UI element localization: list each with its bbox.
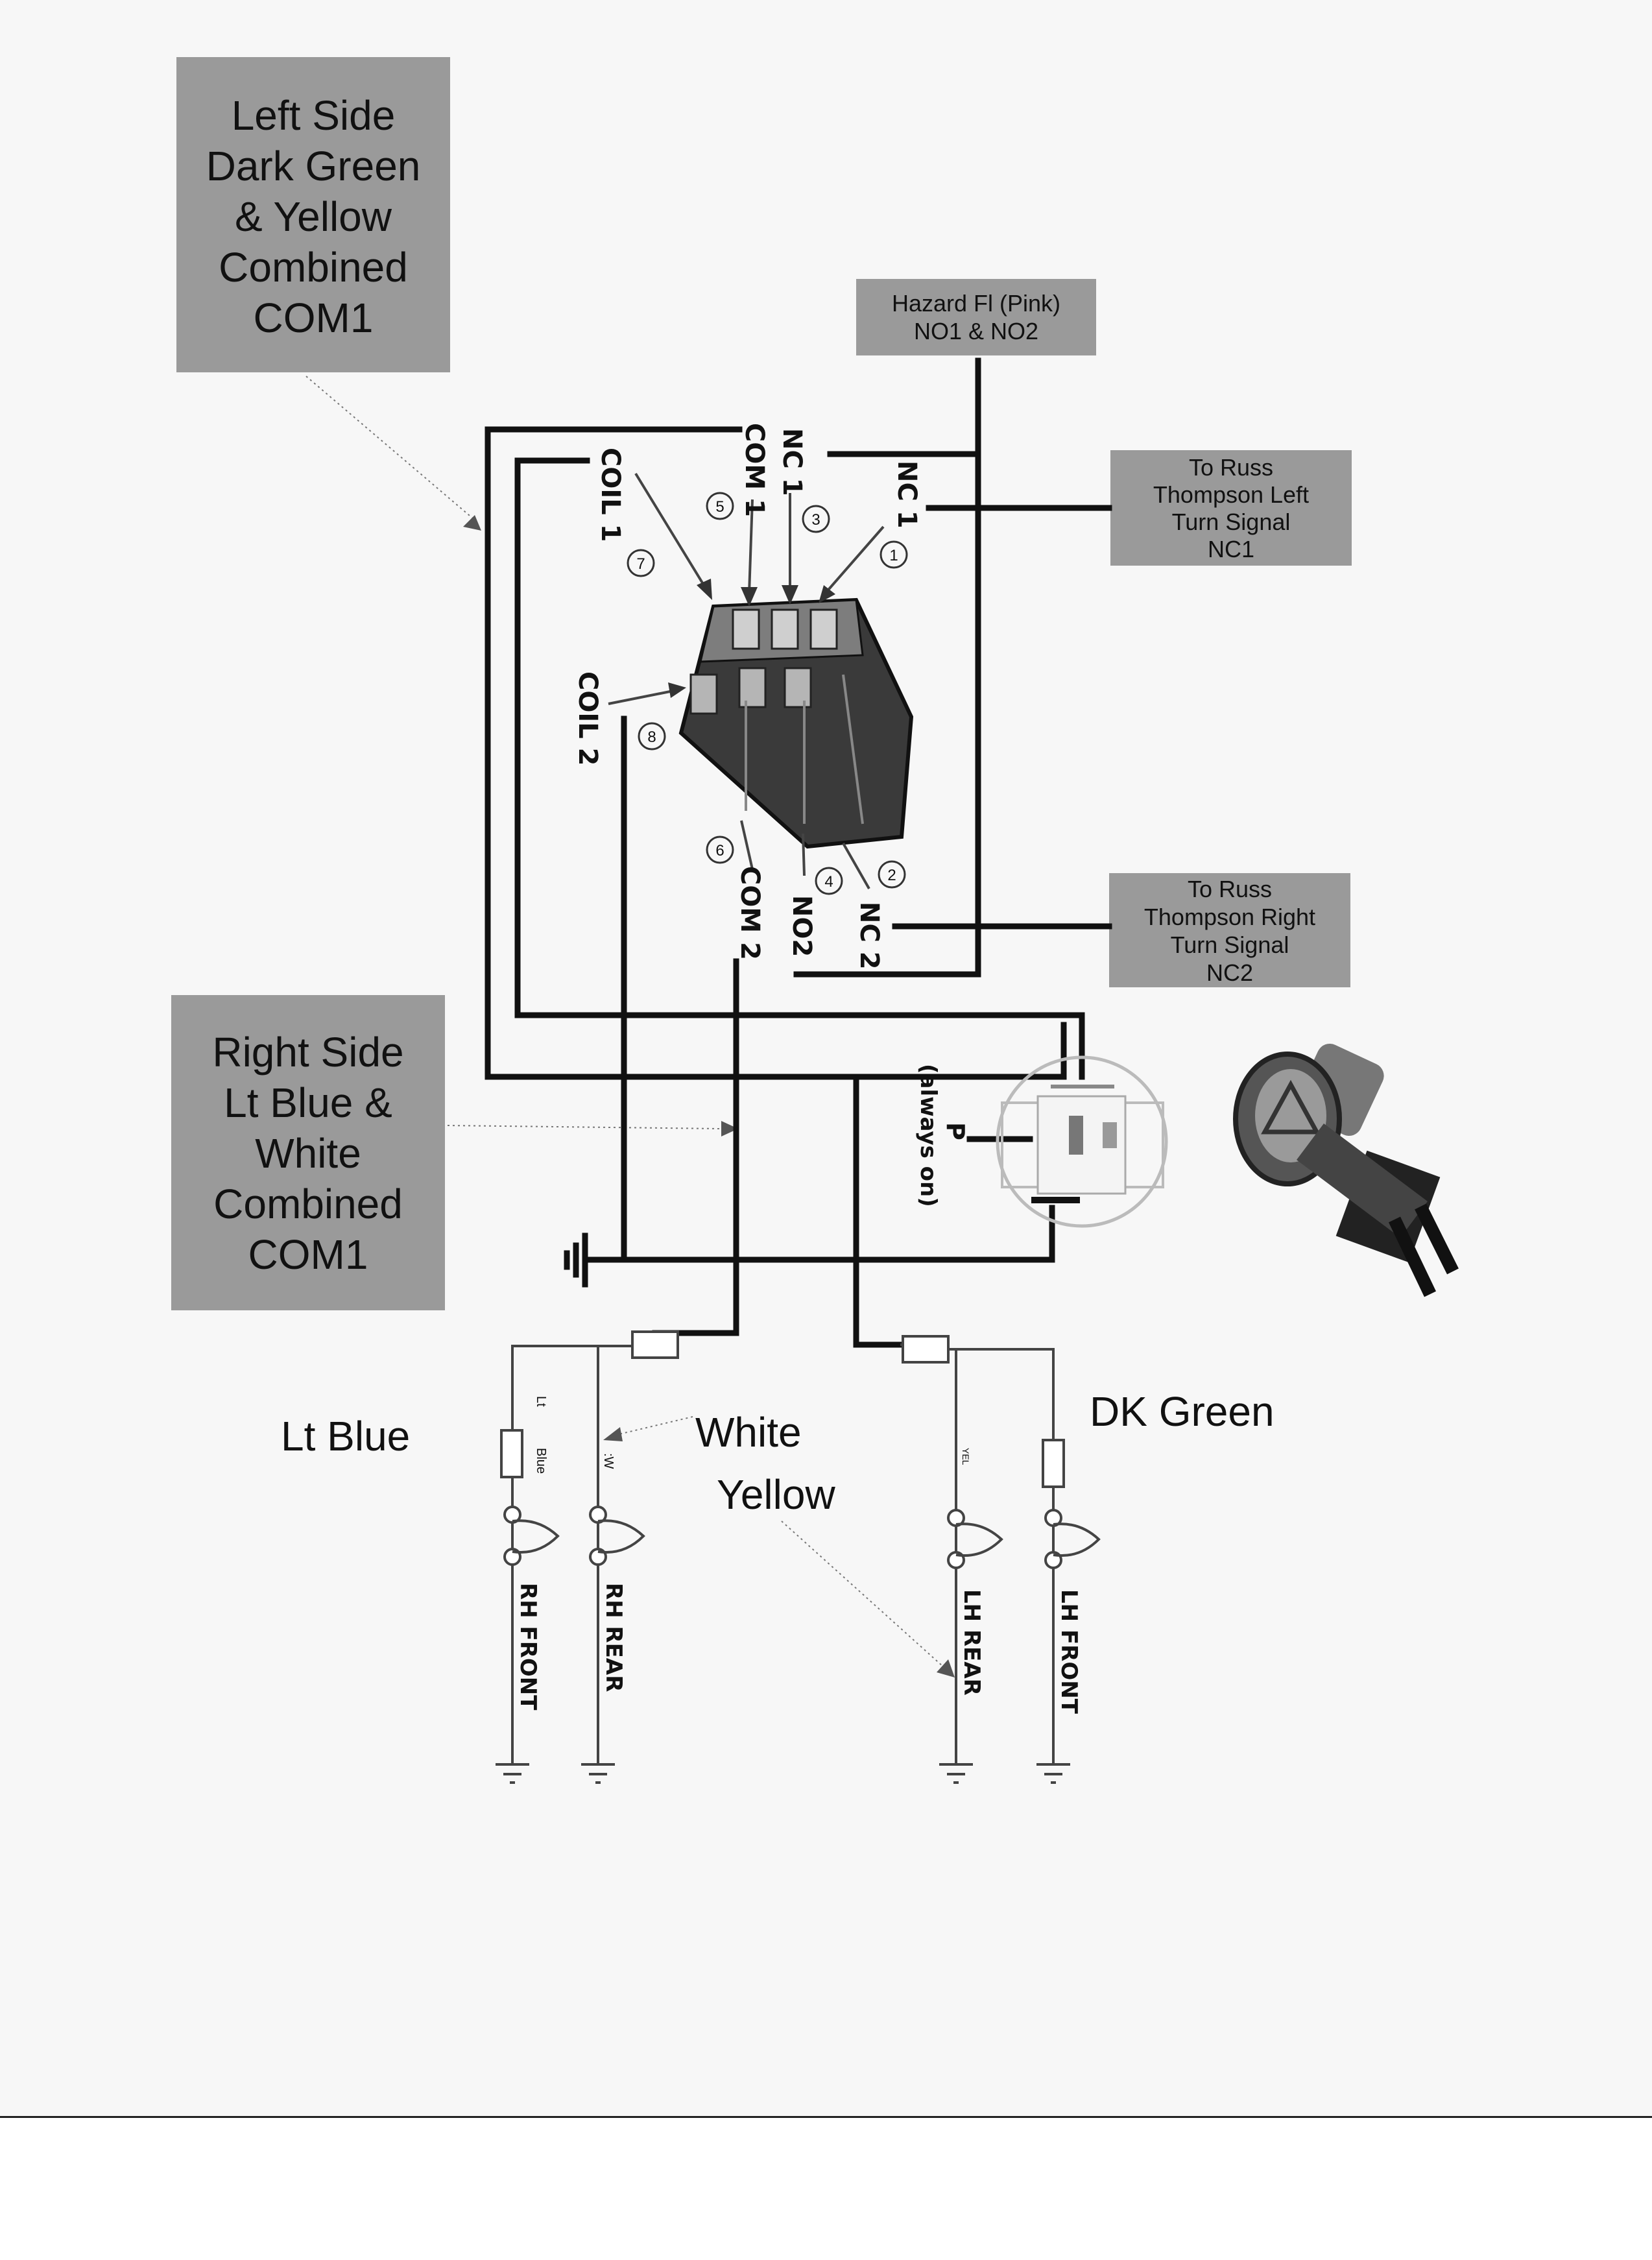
rh-rear-label: RH REAR — [601, 1583, 627, 1692]
relay-labels: COIL 1 COM 1 NC 1 NC 1 COIL 2 COM 2 NO2 … — [573, 423, 922, 970]
lh-front-label: LH FRONT — [1056, 1589, 1082, 1714]
lh-front-ground-icon — [1036, 1763, 1070, 1784]
lh-front-bulb-icon — [1044, 1509, 1101, 1569]
dk-green-label: DK Green — [1090, 1388, 1275, 1435]
pin-5-badge: 5 — [706, 492, 734, 520]
pin-4-badge: 4 — [815, 867, 843, 895]
nc1-top-label: NC 1 — [777, 428, 807, 496]
small-wire-labels: Lt Blue :W YEL — [534, 1396, 971, 1474]
svg-text:5: 5 — [715, 498, 724, 516]
rh-rear-bulb-icon — [589, 1506, 645, 1566]
right-side-line-4: Combined — [213, 1181, 403, 1227]
wire-color-labels: Lt Blue White Yellow DK Green — [281, 1388, 1275, 1518]
right-side-line-1: Right Side — [212, 1029, 403, 1076]
small-blue-label: Blue — [534, 1448, 548, 1474]
lh-resistor — [902, 1335, 950, 1364]
switch-p-label: P — [941, 1122, 970, 1140]
svg-text:6: 6 — [715, 842, 724, 860]
to-left-line-3: Turn Signal — [1172, 509, 1291, 535]
right-side-line-5: COM1 — [248, 1231, 368, 1278]
svg-text:2: 2 — [887, 867, 896, 884]
lh-rear-bulb-icon — [947, 1509, 1003, 1569]
hazard-switch-photo — [1233, 1043, 1459, 1297]
left-side-line-4: Combined — [219, 244, 408, 291]
left-side-line-3: & Yellow — [235, 193, 392, 240]
lamp-wiring — [500, 1330, 1065, 1764]
to-left-line-4: NC1 — [1208, 536, 1254, 562]
wiring — [485, 357, 1112, 1348]
left-side-box: Left Side Dark Green & Yellow Combined C… — [176, 57, 450, 372]
lamp-labels: RH FRONT RH REAR LH REAR LH FRONT — [515, 1583, 1082, 1714]
rh-front-ground-icon — [496, 1763, 529, 1784]
white-arrow-icon — [603, 1427, 623, 1441]
small-yel-label: YEL — [961, 1448, 971, 1465]
scanner-margin — [0, 2116, 1652, 2260]
pin-1-badge: 1 — [880, 540, 908, 569]
relay-pointer-arrows — [608, 472, 885, 889]
pin-2-badge: 2 — [878, 860, 906, 889]
svg-text:7: 7 — [636, 555, 645, 573]
svg-text:1: 1 — [889, 547, 898, 564]
pin-8-badge: 8 — [638, 722, 666, 751]
com2-label: COM 2 — [735, 866, 765, 960]
rh-front-resistor — [500, 1429, 523, 1478]
to-left-line-1: To Russ — [1189, 454, 1273, 481]
rh-front-label: RH FRONT — [515, 1583, 541, 1711]
to-right-line-4: NC2 — [1206, 959, 1253, 986]
hazard-line-2: NO1 & NO2 — [914, 318, 1038, 344]
lh-front-resistor — [1042, 1439, 1065, 1488]
white-label: White — [695, 1409, 802, 1456]
annotation-pointers — [305, 376, 955, 1677]
lh-rear-label: LH REAR — [959, 1589, 985, 1696]
small-w-label: :W — [601, 1453, 616, 1469]
wiring-diagram: Left Side Dark Green & Yellow Combined C… — [171, 57, 1459, 1784]
com1-label: COM 1 — [739, 423, 769, 517]
hazard-box: Hazard Fl (Pink) NO1 & NO2 — [856, 279, 1096, 355]
nc2-label: NC 2 — [854, 902, 884, 970]
to-right-line-1: To Russ — [1188, 876, 1272, 902]
left-side-arrow-icon — [463, 515, 481, 531]
small-lt-label: Lt — [534, 1396, 548, 1407]
relay — [678, 597, 914, 849]
to-right-line-2: Thompson Right — [1144, 904, 1315, 930]
rh-front-bulb-icon — [503, 1506, 560, 1566]
pin-numbers: 1 2 3 4 5 6 7 8 — [627, 492, 908, 895]
right-side-box: Right Side Lt Blue & White Combined COM1 — [171, 995, 445, 1310]
ground-icon — [564, 1232, 588, 1288]
lamp-bulbs — [503, 1506, 1101, 1569]
rh-rear-ground-icon — [581, 1763, 615, 1784]
switch-always-on-label: (always on) — [915, 1064, 941, 1207]
hazard-triangle-icon — [1261, 1079, 1321, 1135]
right-side-arrow-icon — [721, 1121, 738, 1136]
hazard-switch-schematic — [996, 1055, 1168, 1228]
yellow-arrow-icon — [937, 1659, 955, 1677]
lt-blue-label: Lt Blue — [281, 1413, 410, 1460]
yellow-label: Yellow — [717, 1471, 835, 1518]
rh-resistor — [631, 1330, 679, 1359]
pin-6-badge: 6 — [706, 835, 734, 864]
to-right-turn-box: To Russ Thompson Right Turn Signal NC2 — [1109, 873, 1350, 987]
lh-rear-ground-icon — [939, 1763, 973, 1784]
lamp-grounds — [496, 1763, 1070, 1784]
svg-text:3: 3 — [811, 511, 820, 529]
left-side-line-2: Dark Green — [206, 143, 421, 189]
svg-text:4: 4 — [824, 873, 833, 891]
pin-3-badge: 3 — [802, 505, 830, 533]
right-side-line-2: Lt Blue & — [224, 1079, 392, 1126]
hazard-line-1: Hazard Fl (Pink) — [892, 290, 1060, 317]
svg-text:8: 8 — [647, 728, 656, 746]
nc1-label: NC 1 — [892, 461, 922, 529]
coil1-label: COIL 1 — [595, 448, 625, 542]
pin-7-badge: 7 — [627, 549, 655, 577]
no2-label: NO2 — [787, 895, 817, 957]
to-left-line-2: Thompson Left — [1153, 481, 1309, 508]
coil2-label: COIL 2 — [573, 671, 603, 766]
to-right-line-3: Turn Signal — [1171, 932, 1289, 958]
left-side-line-1: Left Side — [232, 92, 396, 139]
right-side-line-3: White — [255, 1130, 361, 1177]
left-side-line-5: COM1 — [254, 295, 374, 341]
to-left-turn-box: To Russ Thompson Left Turn Signal NC1 — [1110, 450, 1352, 566]
